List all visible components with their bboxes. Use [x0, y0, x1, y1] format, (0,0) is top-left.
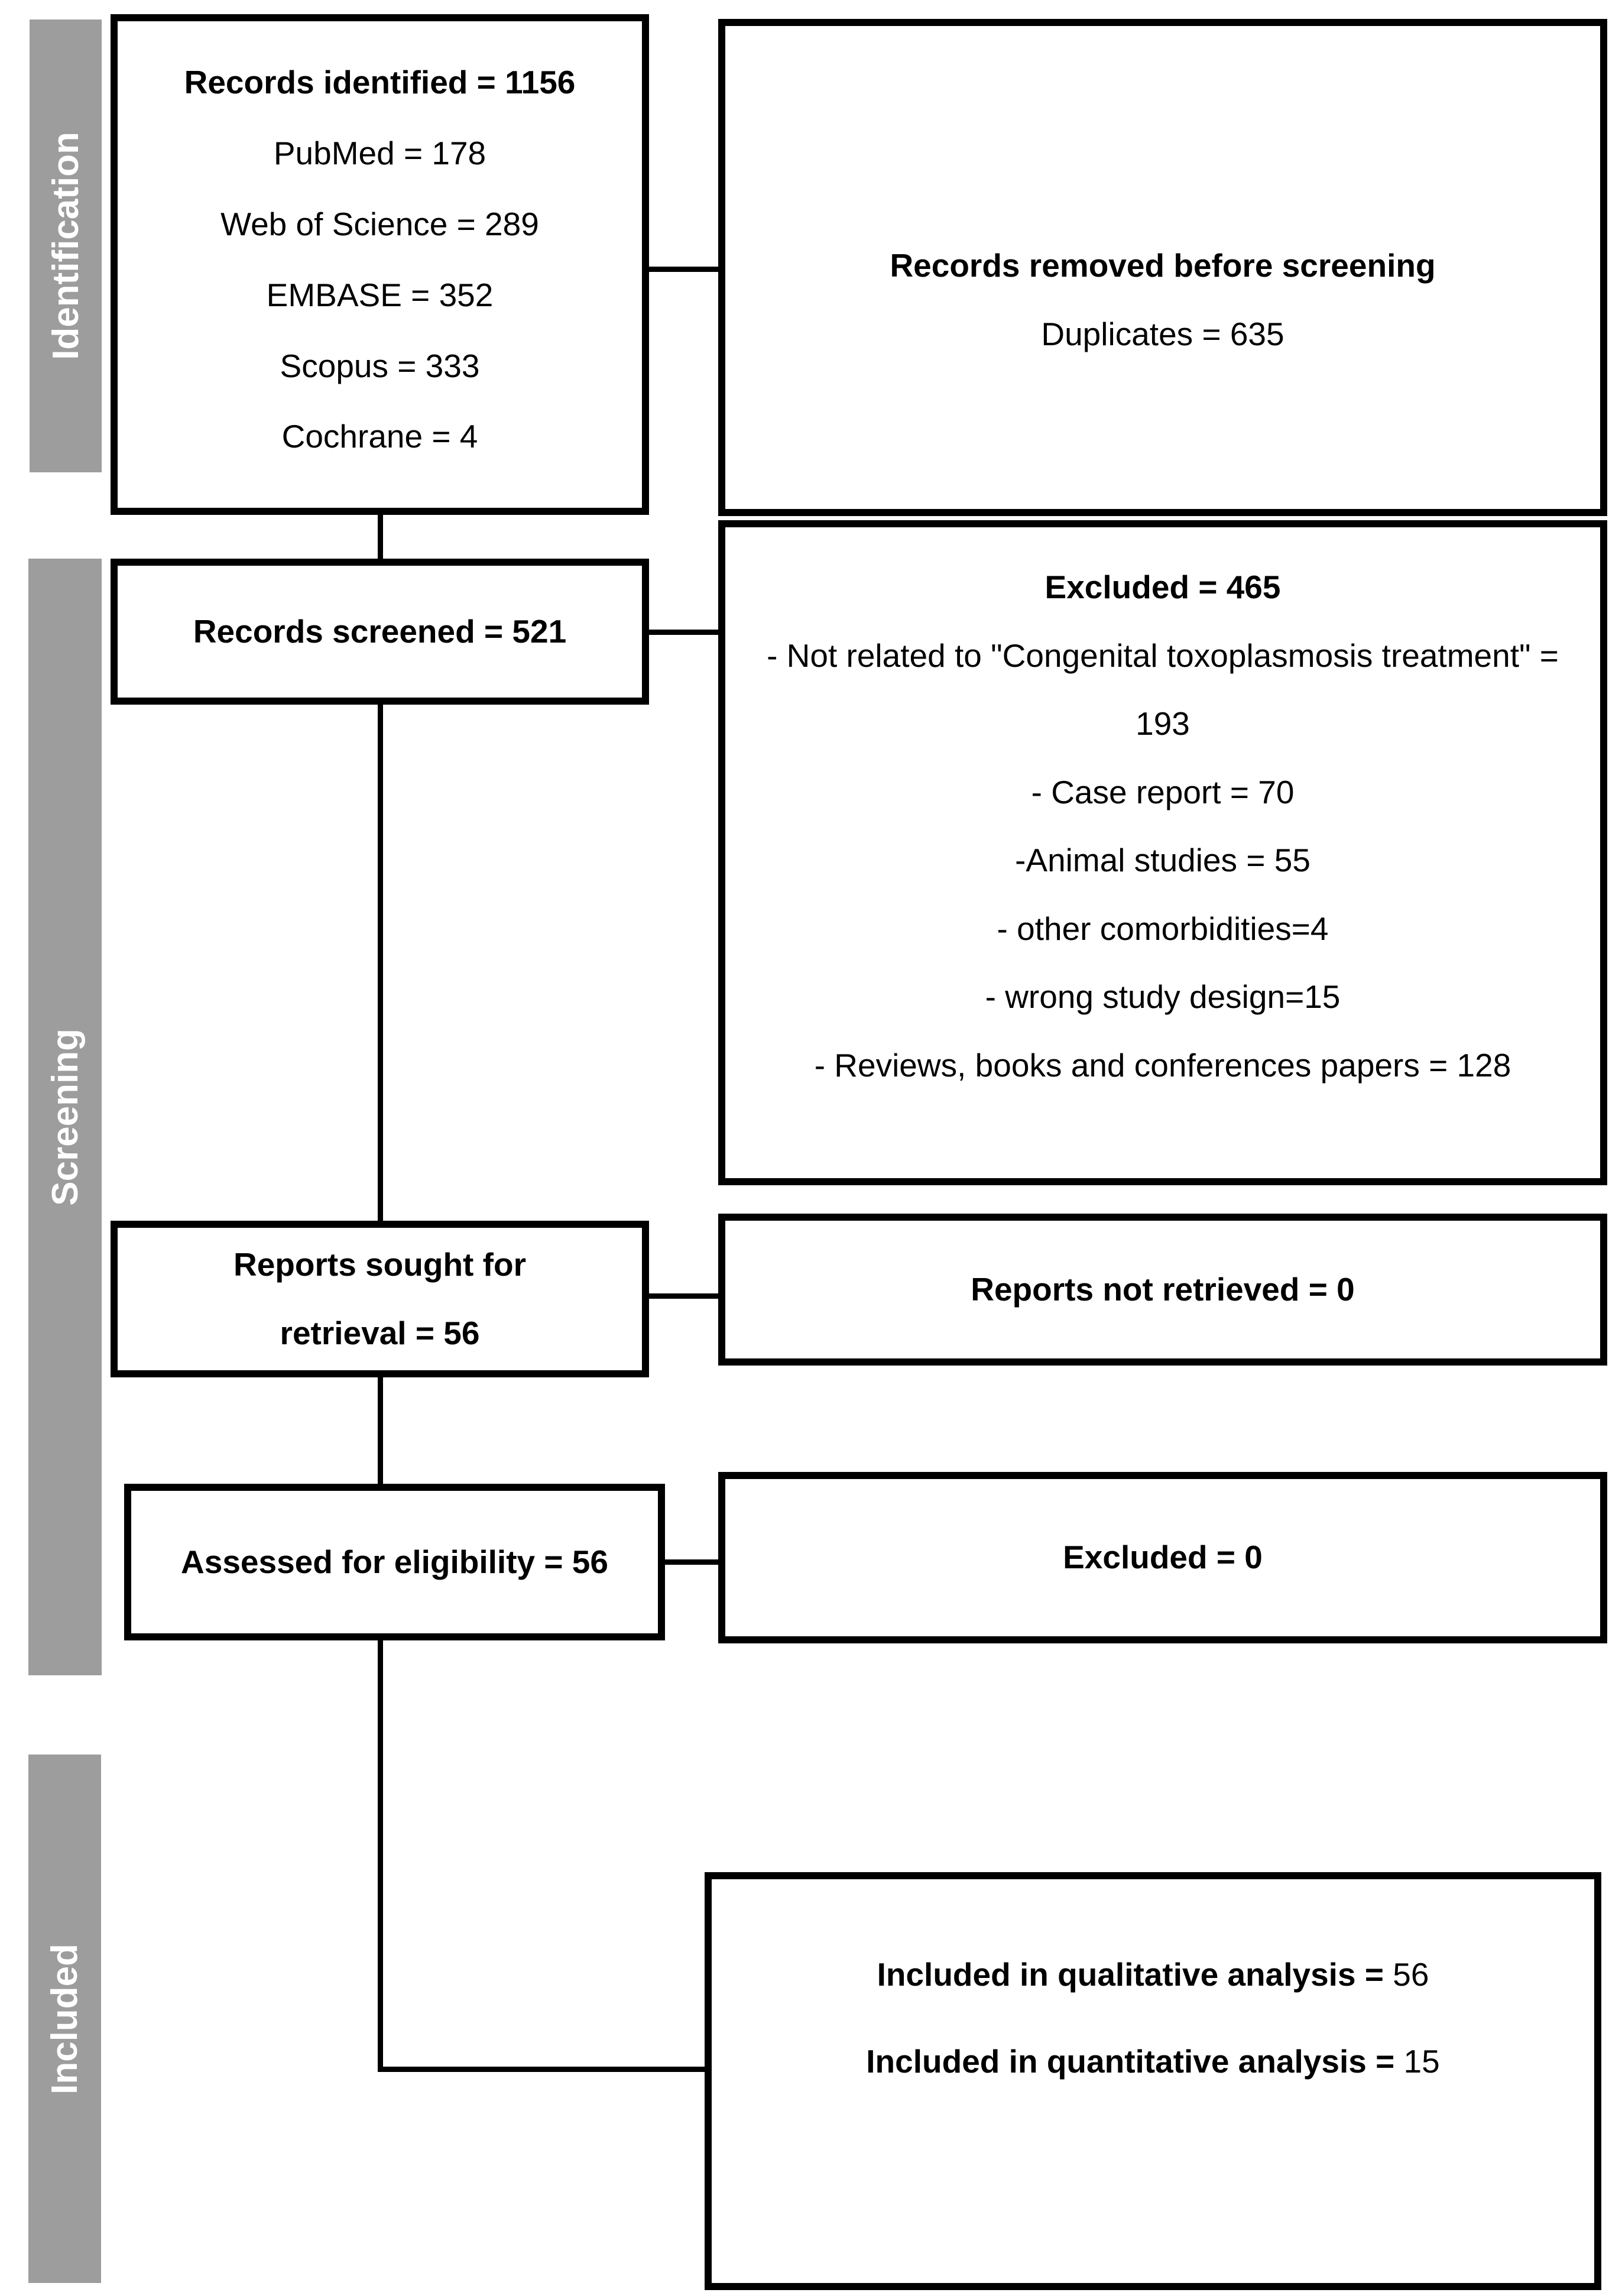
included-quantitative-value: 15 [1403, 2042, 1440, 2080]
excluded-reason-reviews-books: - Reviews, books and conferences papers … [814, 1046, 1511, 1084]
included-qualitative-value: 56 [1393, 1956, 1429, 1993]
connector-assessed-down [378, 1640, 383, 2072]
excluded-reason-case-report: - Case report = 70 [1031, 773, 1295, 810]
included-qualitative-line: Included in qualitative analysis = 56 [877, 1931, 1429, 2018]
excluded-eligibility-title: Excluded = 0 [1063, 1539, 1263, 1576]
connector-sought-to-assessed [378, 1377, 383, 1488]
box-included-analysis: Included in qualitative analysis = 56 In… [705, 1872, 1601, 2290]
source-scopus: Scopus = 333 [280, 347, 480, 384]
connector-assessed-to-excluded [665, 1559, 718, 1565]
connector-sought-to-not-retrieved [649, 1293, 718, 1299]
excluded-reason-wrong-design: - wrong study design=15 [985, 978, 1341, 1015]
excluded-screening-title: Excluded = 465 [1044, 569, 1281, 605]
box-excluded-screening: Excluded = 465 - Not related to "Congeni… [718, 520, 1607, 1185]
box-records-screened: Records screened = 521 [111, 559, 649, 705]
stage-label-included: Included [44, 1943, 85, 2094]
included-quantitative-line: Included in quantitative analysis = 15 [866, 2018, 1439, 2105]
stage-bar-included: Included [28, 1755, 101, 2283]
connector-screened-to-excluded [649, 630, 718, 635]
records-identified-title: Records identified = 1156 [184, 64, 576, 100]
records-screened-title: Records screened = 521 [193, 612, 567, 650]
included-quantitative-label: Included in quantitative analysis = [866, 2042, 1395, 2080]
reports-not-retrieved-title: Reports not retrieved = 0 [971, 1270, 1355, 1308]
reports-sought-title: Reports sought for retrieval = 56 [233, 1246, 526, 1351]
box-records-identified: Records identified = 1156 PubMed = 178 W… [111, 14, 649, 515]
excluded-reason-not-related: - Not related to "Congenital toxoplasmos… [767, 637, 1559, 742]
records-removed-title: Records removed before screening [890, 247, 1436, 284]
box-excluded-eligibility: Excluded = 0 [718, 1472, 1607, 1643]
connector-screened-to-sought [378, 705, 383, 1225]
box-reports-sought: Reports sought for retrieval = 56 [111, 1221, 649, 1377]
stage-bar-identification: Identification [30, 20, 102, 472]
stage-label-identification: Identification [45, 132, 86, 360]
stage-label-screening: Screening [44, 1028, 86, 1206]
connector-elbow-to-included [378, 2067, 705, 2072]
stage-bar-screening: Screening [28, 559, 102, 1675]
source-cochrane: Cochrane = 4 [281, 418, 478, 455]
box-records-removed: Records removed before screening Duplica… [718, 19, 1607, 516]
excluded-reason-comorbidities: - other comorbidities=4 [997, 910, 1329, 947]
source-web-of-science: Web of Science = 289 [220, 205, 539, 242]
included-qualitative-label: Included in qualitative analysis = [877, 1956, 1384, 1993]
box-reports-not-retrieved: Reports not retrieved = 0 [718, 1214, 1607, 1366]
excluded-reason-animal-studies: -Animal studies = 55 [1015, 842, 1310, 878]
box-assessed-eligibility: Assessed for eligibility = 56 [124, 1484, 665, 1640]
duplicates-line: Duplicates = 635 [1041, 315, 1284, 352]
assessed-eligibility-title: Assessed for eligibility = 56 [181, 1543, 608, 1580]
source-pubmed: PubMed = 178 [273, 134, 486, 171]
connector-identified-to-removed [649, 267, 718, 272]
connector-identified-to-screened [378, 515, 383, 562]
source-embase: EMBASE = 352 [266, 276, 494, 313]
